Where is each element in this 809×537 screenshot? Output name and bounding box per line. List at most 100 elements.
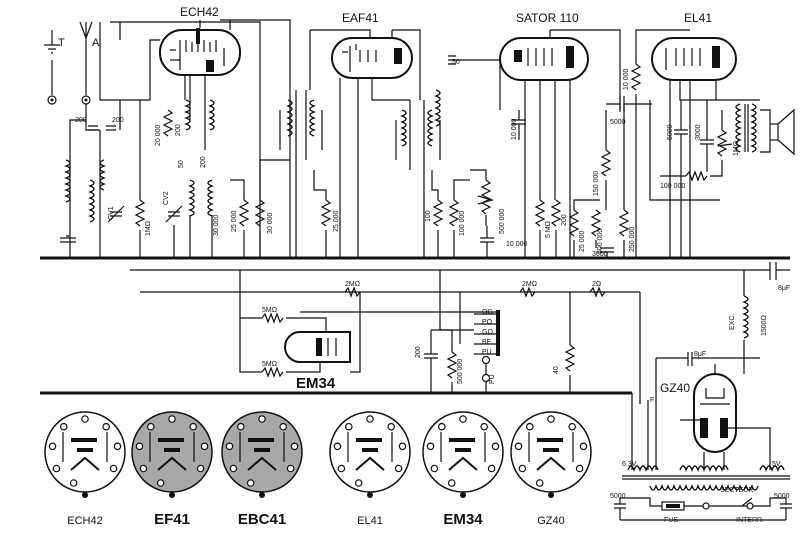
el41-title: EL41: [684, 11, 712, 25]
r100a-label: 100: [425, 210, 432, 222]
capacitor-5000: 5000: [606, 96, 652, 126]
capacitor-200a: 200: [75, 117, 98, 131]
resistor-25000c: 25 000: [568, 209, 586, 252]
r30000a-label: 30 000: [213, 214, 220, 236]
resistor-1ma: 1MΩ: [134, 199, 152, 236]
antenna-terminal: A: [79, 21, 100, 105]
cv1-label: CV1: [108, 206, 115, 220]
socket-label: EBC41: [238, 511, 286, 528]
socket-label: EM34: [443, 511, 483, 528]
wire: [539, 110, 557, 258]
r2o-label: 2Ω: [592, 281, 601, 288]
wire: [184, 19, 291, 258]
em34-tube: EM34: [284, 331, 351, 392]
wire: [173, 159, 290, 258]
c5000b-label: 5000: [667, 124, 674, 140]
c5000r-label: 5000: [774, 493, 790, 500]
resistor-500000c: 500 000: [446, 351, 464, 384]
em34-title: EM34: [296, 375, 336, 392]
pickup-jacks: PU: [481, 355, 496, 384]
r20000-label: 20 000: [155, 124, 162, 146]
f-label: F: [650, 397, 654, 404]
c8uf2-label: 8μF: [694, 351, 706, 358]
resistor-100000a: 100 000: [448, 199, 466, 236]
r500000b-label: 500 000: [597, 229, 604, 254]
capacitor-200e: 200: [415, 330, 438, 393]
wire: [660, 110, 723, 177]
c200e-label: 200: [415, 346, 422, 358]
c3000b-label: 3000: [695, 124, 702, 140]
capacitor-10000: 10 000: [511, 110, 526, 140]
r250000-label: 250 000: [629, 227, 636, 252]
r1mab-label: 1MΩ: [733, 141, 740, 156]
tube-socket: EBC41: [221, 411, 303, 528]
band-switch: OC PO GO BE PU: [474, 309, 500, 356]
capacitor-8uf-2: 8μF: [656, 351, 760, 366]
ech42-tube: ECH42: [159, 5, 241, 76]
wire: [631, 358, 771, 470]
wire: [295, 29, 371, 258]
resistor-2o: 2Ω: [589, 281, 606, 298]
fuse: FUS.: [661, 501, 685, 524]
socket-label: GZ40: [537, 515, 565, 527]
r2mo-b-label: 2MΩ: [522, 281, 537, 288]
power-transformer: [622, 465, 790, 491]
v63-label: 6,3V: [622, 461, 637, 468]
r150000-label: 150 000: [593, 171, 600, 196]
r500000a-label: 500 000: [499, 209, 506, 234]
sw-po-label: PO: [482, 319, 493, 326]
capacitor-200b: 200: [106, 117, 124, 131]
resistor-20000: 20 000: [155, 109, 174, 146]
eaf41-tube: EAF41: [331, 11, 413, 79]
wire: [635, 29, 720, 258]
sw-pu-label: PU: [482, 349, 492, 356]
osc-coil-d: [207, 179, 214, 217]
resistor-100a: 100: [425, 199, 444, 227]
input-coil-b: [88, 179, 95, 223]
capacitor-3000b: 3000: [695, 100, 714, 172]
resistor-250000: 250 000: [618, 209, 636, 252]
tube-socket: GZ40: [510, 411, 592, 527]
r5mo-a-label: 5MΩ: [262, 307, 277, 314]
c5000-label: 5000: [610, 119, 626, 126]
secteur-label: SECTEUR: [720, 487, 753, 494]
osc-coil-c: [188, 179, 195, 217]
r1ma-label: 1MΩ: [145, 221, 152, 236]
r25000a-label: 25 000: [231, 210, 238, 232]
socket-label: ECH42: [67, 515, 102, 527]
capacitor-10000b: 10 000: [480, 226, 528, 258]
resistor-5mo-a: 5MΩ: [261, 307, 284, 324]
c50b-label: 50: [452, 59, 460, 66]
capacitor-5000b: 5000: [667, 100, 688, 258]
resistor-30000b: 30 000: [254, 199, 274, 234]
tube-socket: EF41: [131, 411, 213, 528]
r500000c-label: 500 000: [457, 359, 464, 384]
output-transformer: [735, 103, 757, 153]
wire: [470, 169, 487, 226]
if-transformer-2: [395, 100, 441, 170]
sw-go-label: GO: [482, 329, 493, 336]
wire: [69, 21, 261, 258]
wire: [239, 270, 361, 373]
c10000-label: 10 000: [506, 241, 528, 248]
cv1-trimmer: CV1: [107, 205, 125, 223]
resistor-25000a: 25 000: [231, 199, 250, 232]
capacitor-5000-right: 5000: [774, 493, 792, 520]
resistor-25000b: 25 000: [320, 199, 340, 232]
pu-label: PU: [489, 374, 496, 384]
wire: [573, 104, 625, 258]
tone-pot-500000: 500 000: [590, 209, 604, 254]
tube-socket: ECH42: [44, 411, 126, 527]
osc-coil-a: [184, 99, 191, 131]
r30000b-label: 30 000: [267, 212, 274, 234]
wire: [669, 80, 760, 258]
r5mo-b-label: 5MΩ: [262, 361, 277, 368]
resistor-2mo-a: 2MΩ: [344, 281, 361, 298]
sw-oc-label: OC: [482, 309, 493, 316]
tube-socket: EM34: [422, 411, 504, 528]
r10000-label: 10 000: [511, 118, 518, 140]
gz40-title: GZ40: [660, 381, 690, 395]
c5000l-label: 5000: [610, 493, 626, 500]
